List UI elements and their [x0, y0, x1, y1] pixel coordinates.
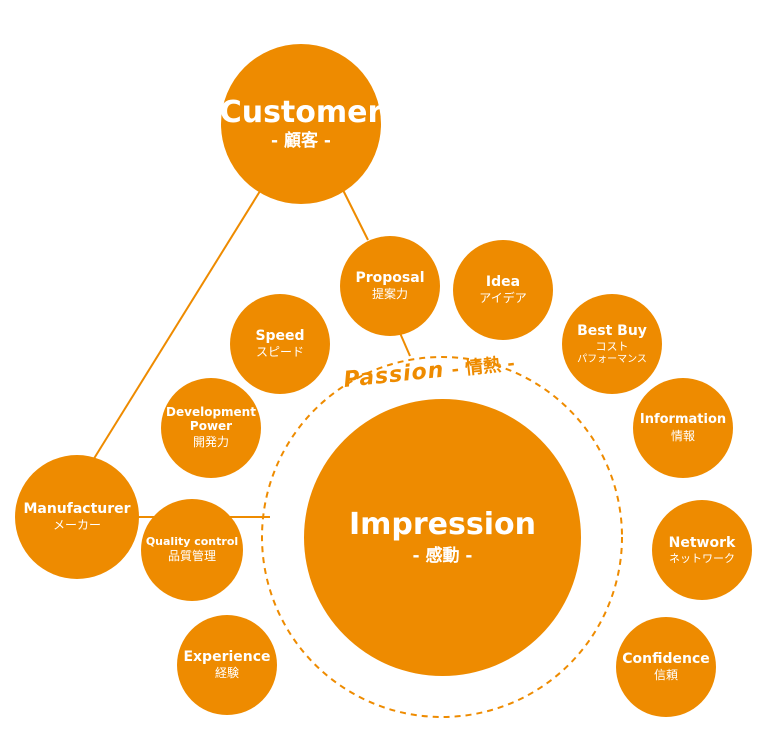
line-customer-manufacturer [89, 174, 271, 466]
confidence-sublabel: 信頼 [653, 668, 678, 683]
customer-sublabel: - 顧客 - [271, 131, 331, 152]
proposal-node: Proposal 提案力 [340, 236, 440, 336]
speed-label: Speed [255, 328, 305, 345]
speed-node: Speed スピード [230, 294, 330, 394]
manufacturer-node: Manufacturer メーカー [15, 455, 139, 579]
network-sublabel: ネットワーク [669, 551, 735, 565]
development-power-sublabel: 開発力 [192, 434, 229, 449]
proposal-label: Proposal [355, 270, 425, 287]
best-buy-sublabel-2: パフォーマンス [577, 353, 647, 365]
development-power-node: Development Power 開発力 [161, 378, 261, 478]
development-label: Development [166, 405, 256, 420]
quality-control-label: Quality control [145, 534, 239, 548]
information-sublabel: 情報 [670, 428, 695, 443]
best-buy-label: Best Buy [577, 322, 647, 339]
information-label: Information [639, 411, 727, 427]
customer-node: Customer - 顧客 - [219, 44, 383, 204]
network-node: Network ネットワーク [652, 500, 752, 600]
passion-ring [261, 356, 623, 718]
experience-label: Experience [183, 649, 271, 666]
experience-node: Experience 経験 [177, 615, 277, 715]
impression-sublabel: - 感動 - [412, 545, 473, 566]
experience-sublabel: 経験 [214, 666, 239, 681]
best-buy-node: Best Buy コスト パフォーマンス [562, 294, 662, 394]
idea-node: Idea アイデア [453, 240, 553, 340]
customer-label: Customer [219, 94, 383, 130]
confidence-label: Confidence [622, 651, 710, 668]
quality-control-sublabel: 品質管理 [167, 549, 216, 564]
power-label: Power [189, 419, 233, 434]
impression-label: Impression [348, 507, 536, 543]
idea-label: Idea [485, 274, 521, 291]
network-label: Network [668, 534, 736, 551]
manufacturer-label: Manufacturer [23, 501, 131, 518]
speed-sublabel: スピード [255, 345, 304, 360]
best-buy-sublabel: コスト [595, 339, 629, 353]
line-proposal-ring [399, 332, 411, 357]
confidence-node: Confidence 信頼 [616, 617, 716, 717]
information-node: Information 情報 [633, 378, 733, 478]
manufacturer-sublabel: メーカー [52, 518, 101, 533]
quality-control-node: Quality control 品質管理 [141, 499, 243, 601]
idea-sublabel: アイデア [479, 291, 527, 306]
impression-node: Impression - 感動 - [304, 399, 581, 676]
proposal-sublabel: 提案力 [371, 287, 408, 302]
